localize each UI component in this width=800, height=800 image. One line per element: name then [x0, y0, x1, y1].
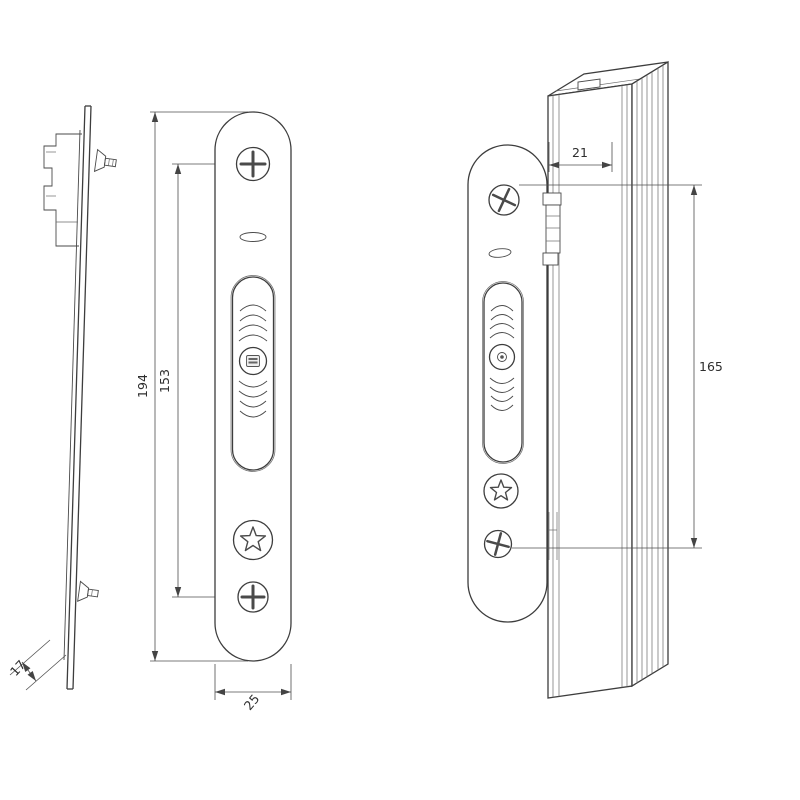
front-latch-slot: [230, 275, 276, 472]
mounted-screw-bottom: [483, 529, 513, 559]
aluminium-profile: [547, 60, 669, 699]
dimension-mounting-height: 165: [512, 184, 723, 549]
dim-label-plate-width: 25: [241, 691, 263, 713]
dim-label-side-depth: 17: [7, 657, 29, 679]
dimension-screw-spacing: 153: [157, 163, 237, 598]
dim-label-profile-offset: 21: [572, 145, 588, 160]
side-faceplate-edge: [63, 105, 92, 690]
dimension-plate-width: 25: [214, 664, 292, 713]
front-star-adjuster: [232, 519, 274, 561]
side-latch-housing: [43, 133, 82, 247]
dim-label-mounting-height: 165: [699, 359, 723, 374]
dimension-overall-length: 194: [135, 111, 248, 662]
mounted-faceplate: [467, 144, 548, 623]
front-screw-bottom: [237, 581, 269, 613]
front-faceplate-view: 194 153: [135, 111, 292, 713]
mounted-screw-top: [488, 184, 520, 216]
latch-button-emblem: [238, 346, 268, 376]
keeper-bracket: [542, 192, 562, 560]
profile-ridged-side: [631, 60, 669, 688]
profile-top-notch: [577, 78, 601, 91]
dim-label-overall-length: 194: [135, 374, 150, 398]
mounted-perspective-view: 21 165: [467, 60, 723, 699]
front-screw-top: [235, 146, 271, 182]
side-profile-view: 17: [7, 105, 117, 691]
mounted-star-adjuster: [483, 473, 519, 509]
mounted-latch-button: [488, 343, 516, 371]
dimension-side-depth: 17: [7, 639, 67, 691]
dimension-profile-offset: 21: [548, 142, 613, 172]
faceplate-outline: [214, 111, 292, 662]
mounted-oval-window: [488, 248, 512, 258]
mounted-latch-slot: [482, 281, 524, 464]
side-screw-bottom: [77, 580, 99, 602]
front-oval-window: [239, 232, 267, 242]
side-screw-top: [93, 148, 117, 173]
dim-label-screw-spacing: 153: [157, 369, 172, 393]
